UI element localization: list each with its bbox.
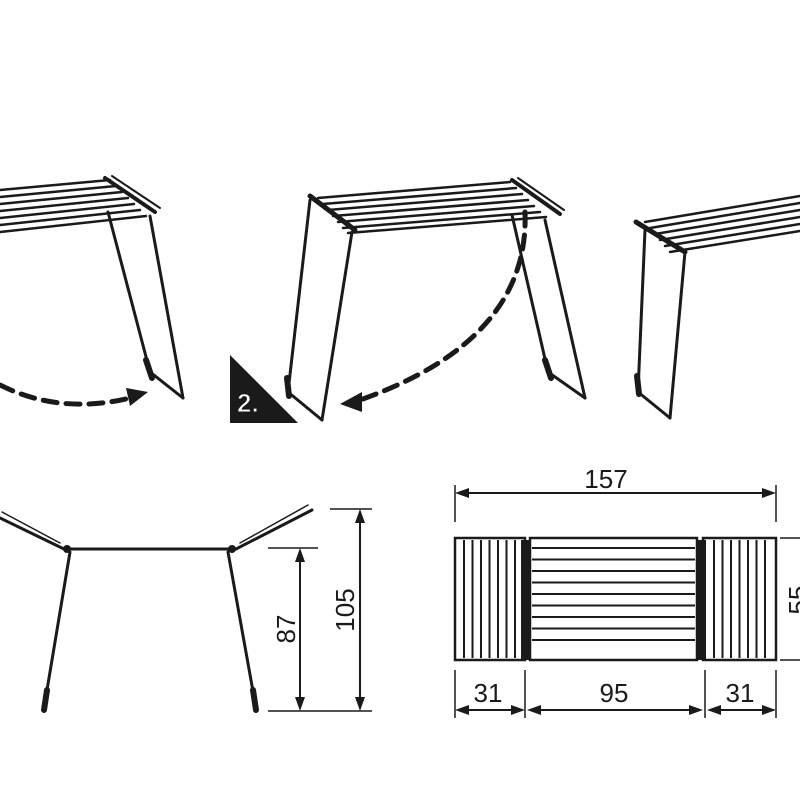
right-wing-slats — [713, 540, 766, 658]
step-2-right-leg — [510, 213, 587, 400]
dim-overall-length: 157 — [584, 464, 627, 494]
step-3-figure — [633, 194, 800, 420]
left-wing-slats — [463, 540, 516, 658]
depth-dimension — [780, 537, 800, 661]
dim-wing-right: 31 — [726, 678, 755, 708]
step-2-rotate-arrow — [357, 209, 528, 403]
front-view — [0, 504, 314, 713]
step-3-leg-frame — [634, 228, 687, 420]
step-2-left-leg — [284, 198, 354, 422]
step-2-badge — [230, 355, 298, 423]
length-dimension — [454, 485, 777, 522]
right-wing-plan — [701, 536, 778, 662]
step-3-rack-top — [643, 194, 800, 254]
step-2-figure: 2. — [230, 177, 587, 423]
dim-height-wings: 87 — [271, 615, 301, 644]
step-2-rack-top — [316, 180, 548, 235]
center-section-plan — [528, 536, 699, 662]
height-dimensions — [268, 508, 372, 712]
top-view — [453, 536, 778, 662]
center-slats — [532, 547, 695, 641]
step-2-label: 2. — [237, 388, 259, 418]
step-1-rack-top — [0, 178, 148, 234]
dim-height-top: 105 — [330, 588, 360, 631]
step-1-leg-frame — [106, 210, 185, 400]
segment-dimensions — [454, 670, 777, 718]
dim-center: 95 — [600, 678, 629, 708]
step-1-figure — [0, 175, 185, 407]
step-1-rotate-arrow — [0, 382, 133, 407]
dim-depth: 55 — [783, 586, 800, 615]
dim-wing-left: 31 — [474, 678, 503, 708]
